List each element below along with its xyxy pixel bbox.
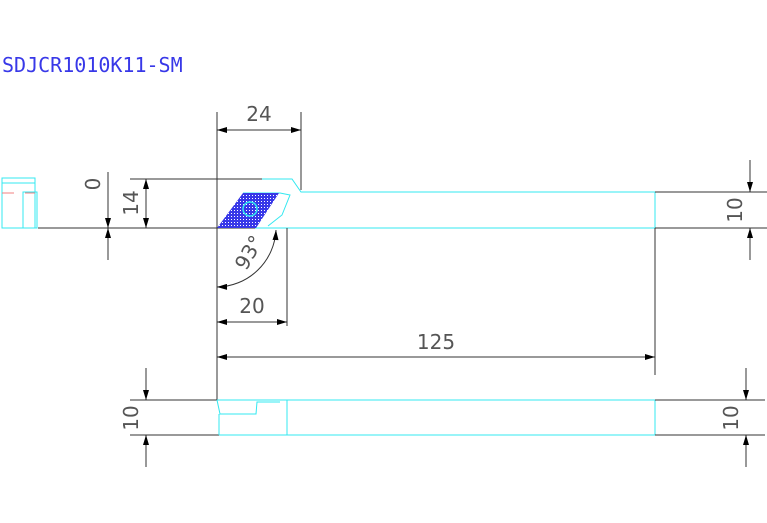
dim-angle: 93° (216, 229, 279, 290)
svg-text:10: 10 (119, 405, 143, 430)
dim-shank-height-right: 10 (719, 368, 749, 467)
side-view (130, 399, 765, 436)
end-view (1, 177, 38, 229)
top-view (38, 178, 767, 229)
dim-offset: 0 (81, 172, 111, 260)
svg-text:125: 125 (417, 330, 455, 354)
svg-text:24: 24 (246, 102, 271, 126)
svg-text:14: 14 (119, 190, 143, 215)
dim-head-length: 20 (217, 228, 288, 326)
dim-shank-width: 10 (723, 160, 753, 260)
svg-text:10: 10 (719, 405, 743, 430)
insert (217, 193, 279, 228)
svg-text:0: 0 (81, 178, 105, 191)
dim-insert-length: 24 (216, 102, 302, 400)
dim-shank-height-left: 10 (119, 368, 149, 467)
svg-text:10: 10 (723, 197, 747, 222)
svg-text:20: 20 (239, 294, 264, 318)
dim-overall-length: 125 (217, 228, 656, 375)
svg-text:93°: 93° (230, 231, 269, 274)
dim-height: 14 (119, 179, 149, 228)
drawing-title: SDJCR1010K11-SM (2, 53, 183, 77)
screw-icon (242, 201, 258, 217)
